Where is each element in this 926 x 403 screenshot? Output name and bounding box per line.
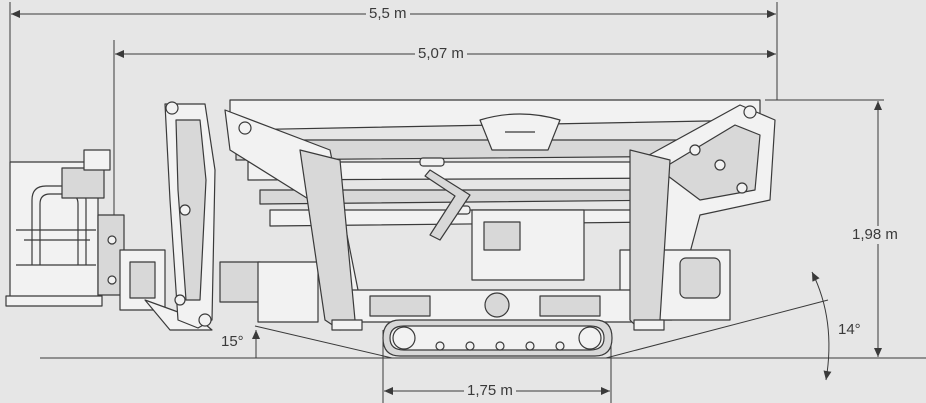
outriggers <box>299 149 671 331</box>
front-angle-label: 15° <box>218 333 247 351</box>
rear-angle-label: 14° <box>835 321 864 339</box>
crawler-track <box>382 319 613 357</box>
chassis-body <box>219 209 731 323</box>
height-label: 1,98 m <box>849 226 901 244</box>
track-width-label: 1,75 m <box>464 382 516 400</box>
jib-rotator <box>119 249 213 331</box>
machine <box>5 99 776 357</box>
overall-length-label: 5,5 m <box>366 5 410 23</box>
front-boom <box>164 101 216 329</box>
platform-basket <box>5 149 125 307</box>
transport-length-label: 5,07 m <box>415 45 467 63</box>
rear-angle-arc <box>811 271 832 381</box>
